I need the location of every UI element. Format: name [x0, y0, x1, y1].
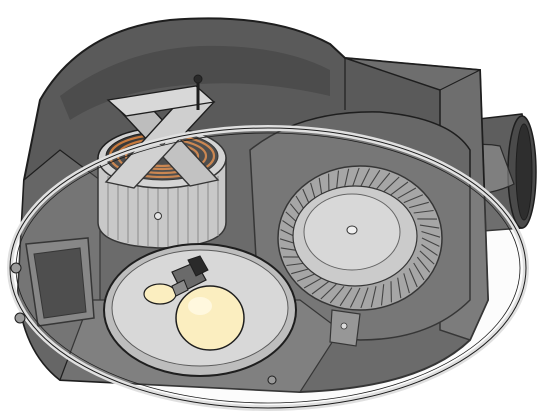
light-bulb [176, 286, 244, 350]
light-fixture [104, 244, 296, 376]
